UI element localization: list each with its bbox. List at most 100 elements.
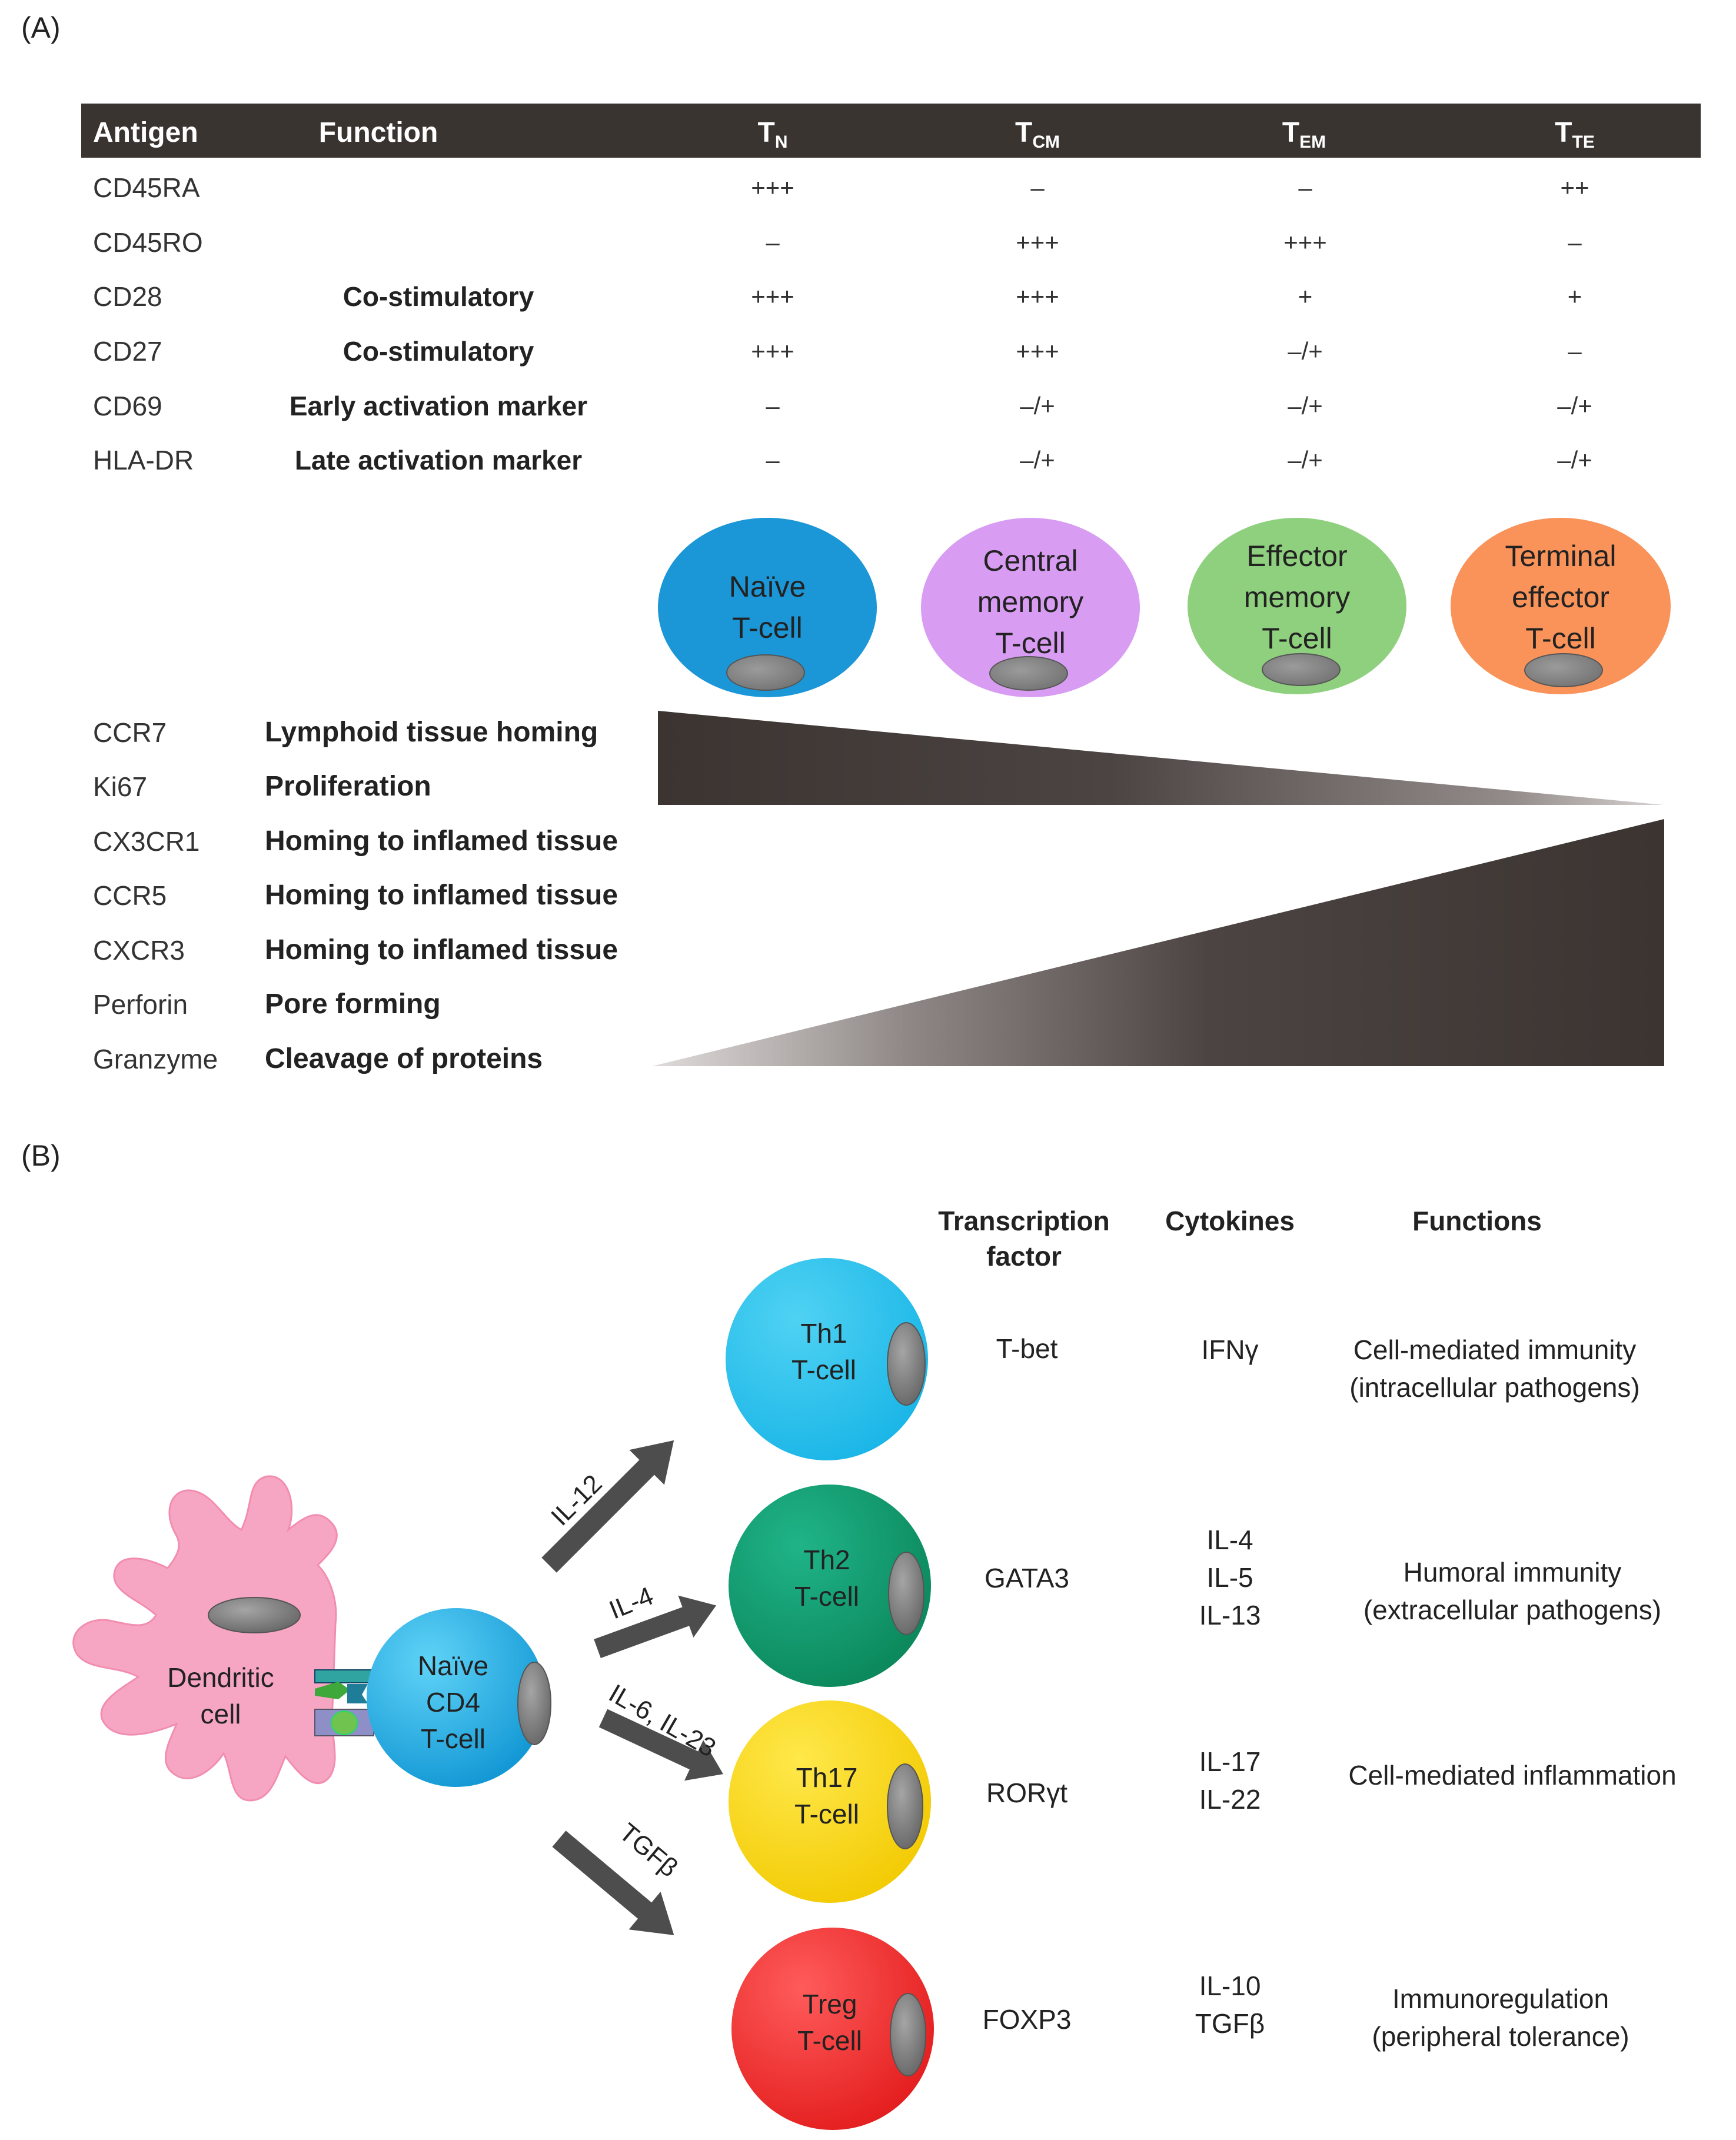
function-line: Cell-mediated immunity bbox=[1353, 1334, 1637, 1365]
function-line: (intracellular pathogens) bbox=[1349, 1372, 1640, 1403]
tcm-cell: +++ bbox=[1016, 282, 1059, 310]
tn-cell: +++ bbox=[751, 282, 794, 310]
nucleus-icon bbox=[1524, 653, 1603, 687]
tte-cell: – bbox=[1568, 337, 1582, 365]
header-tcm: TCM bbox=[1015, 117, 1060, 152]
marker-table-header: Antigen Function TN TCM TEM TTE bbox=[81, 104, 1701, 158]
th17-nucleus-icon bbox=[887, 1763, 923, 1849]
cytokine: IL-13 bbox=[1199, 1600, 1261, 1630]
th2-nucleus-icon bbox=[888, 1552, 924, 1635]
th2-cell-label: Th2 T-cell bbox=[762, 1542, 892, 1615]
marker-label: Granzyme bbox=[93, 1044, 218, 1074]
tte-cell: –/+ bbox=[1557, 392, 1592, 420]
arrow-to-treg bbox=[552, 1831, 674, 1935]
treg-transcription-factor: FOXP3 bbox=[982, 2004, 1072, 2035]
cell-line: T-cell bbox=[1262, 622, 1332, 655]
naive-cd4-nucleus-icon bbox=[517, 1662, 551, 1745]
ligand-icon bbox=[347, 1684, 368, 1703]
label-line: Th2 bbox=[803, 1545, 850, 1575]
tte-cell: + bbox=[1567, 282, 1582, 310]
cytokine: IFNγ bbox=[1201, 1334, 1259, 1365]
header-antigen: Antigen bbox=[93, 117, 198, 148]
label-line: Treg bbox=[802, 1989, 857, 2019]
arrow-to-th1 bbox=[541, 1440, 674, 1573]
label-line: Th1 bbox=[800, 1318, 847, 1349]
tn-cell: – bbox=[766, 392, 780, 420]
naive-cd4-t-cell-body bbox=[367, 1608, 546, 1787]
tcm-cell: +++ bbox=[1016, 228, 1059, 256]
label-line: T-cell bbox=[794, 1799, 859, 1829]
cell-line: Terminal bbox=[1505, 540, 1617, 573]
tte-cell: – bbox=[1568, 228, 1582, 256]
marker-label: CX3CR1 bbox=[93, 826, 200, 857]
label-line: Naïve bbox=[417, 1650, 489, 1681]
header-line: Transcription bbox=[938, 1206, 1110, 1236]
th1-nucleus-icon bbox=[887, 1322, 926, 1406]
dendritic-cell-label: Dendritic cell bbox=[147, 1659, 294, 1732]
treg-nucleus-icon bbox=[890, 1993, 926, 2076]
cytokine: IL-4 bbox=[1206, 1525, 1253, 1555]
decreasing-expression-triangle bbox=[658, 711, 1664, 805]
antigen-cell: CD27 bbox=[93, 336, 162, 367]
th1-cytokines: IFNγ bbox=[1153, 1331, 1306, 1369]
ligand-icon bbox=[331, 1710, 358, 1735]
th17-cell-body bbox=[729, 1700, 931, 1903]
dendritic-nucleus-icon bbox=[208, 1597, 301, 1633]
arrow-to-th17 bbox=[598, 1709, 723, 1781]
tem-cell: +++ bbox=[1283, 228, 1327, 256]
th2-cell-body bbox=[729, 1485, 931, 1687]
cell-line: T-cell bbox=[1525, 622, 1596, 655]
cell-line: T-cell bbox=[995, 627, 1066, 660]
cytokine: IL-22 bbox=[1199, 1784, 1261, 1815]
th2-function: Humoral immunity (extracellular pathogen… bbox=[1306, 1553, 1718, 1629]
cell-line: Effector bbox=[1246, 540, 1348, 573]
cell-line: memory bbox=[977, 585, 1084, 618]
header-cytokines: Cytokines bbox=[1165, 1206, 1295, 1236]
marker-function: Homing to inflamed tissue bbox=[265, 826, 618, 857]
marker-label: Perforin bbox=[93, 989, 188, 1020]
cytokine: TGFβ bbox=[1195, 2008, 1265, 2039]
marker-label: CCR5 bbox=[93, 880, 167, 911]
cytokine: IL-17 bbox=[1199, 1746, 1261, 1777]
receptor-icon bbox=[314, 1669, 374, 1683]
panel-a-label: (A) bbox=[21, 11, 61, 44]
antigen-cell: CD28 bbox=[93, 281, 162, 312]
header-tem: TEM bbox=[1282, 117, 1326, 152]
header-function: Function bbox=[318, 117, 438, 148]
tn-cell: +++ bbox=[751, 174, 794, 201]
tn-cell: +++ bbox=[751, 337, 794, 365]
label-line: Th17 bbox=[796, 1762, 858, 1793]
tem-cell: –/+ bbox=[1288, 392, 1323, 420]
cytokine: IL-5 bbox=[1206, 1562, 1253, 1593]
function-cell: Late activation marker bbox=[294, 445, 583, 475]
tn-cell: – bbox=[766, 446, 780, 474]
label-line: T-cell bbox=[791, 1354, 856, 1385]
marker-function: Pore forming bbox=[265, 989, 441, 1020]
cell-line: effector bbox=[1512, 581, 1609, 614]
marker-function: Homing to inflamed tissue bbox=[265, 880, 618, 911]
marker-function: Proliferation bbox=[265, 771, 431, 802]
antigen-cell: HLA-DR bbox=[93, 445, 194, 475]
arrow-to-th2 bbox=[594, 1595, 717, 1658]
function-line: (extracellular pathogens) bbox=[1363, 1595, 1662, 1625]
tn-cell: – bbox=[766, 228, 780, 256]
function-line: Cell-mediated inflammation bbox=[1348, 1760, 1677, 1790]
marker-function: Cleavage of proteins bbox=[265, 1043, 543, 1074]
th1-cell-body bbox=[726, 1258, 928, 1460]
header-tn: TN bbox=[757, 117, 788, 152]
th2-cytokines: IL-4 IL-5 IL-13 bbox=[1153, 1521, 1306, 1634]
label-line: T-cell bbox=[794, 1581, 859, 1612]
cell-line: Central bbox=[983, 544, 1078, 577]
dendritic-cell-body bbox=[72, 1475, 338, 1802]
label-line: T-cell bbox=[421, 1723, 485, 1754]
label-line: Dendritic bbox=[167, 1662, 274, 1693]
marker-label: CCR7 bbox=[93, 717, 167, 748]
increasing-expression-triangle bbox=[652, 819, 1664, 1066]
tcm-cell: – bbox=[1030, 174, 1045, 201]
antigen-cell: CD45RA bbox=[93, 172, 200, 203]
panel-b-label: (B) bbox=[21, 1139, 61, 1172]
tte-cell: ++ bbox=[1560, 174, 1589, 201]
